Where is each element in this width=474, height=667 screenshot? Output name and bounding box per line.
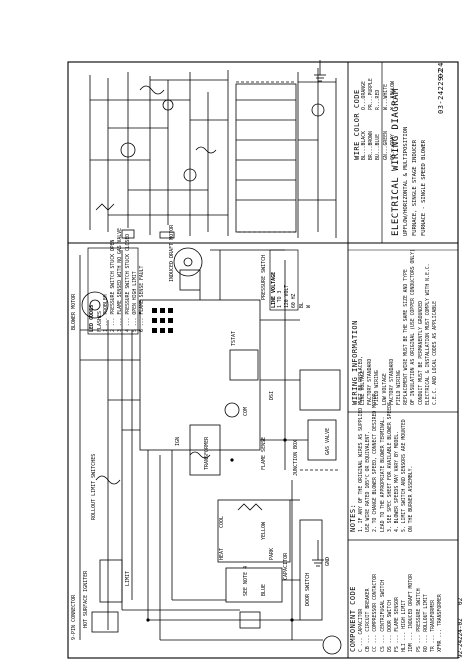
led-code-line: 5 ... OPEN HIGH LIMIT (132, 271, 138, 332)
cool-label: COOL (219, 515, 225, 528)
rollout-label: ROLLOUT LIMIT SWITCHES (91, 453, 97, 520)
wire-color-item: GY...GRAY (390, 134, 396, 160)
wire-color-item: BL...BLACK (362, 131, 367, 160)
wire-color-item: PR...PURPLE (369, 78, 375, 110)
note-line: 4. BLOWER SPEEDS MAY VARY BY MODEL. (394, 430, 400, 532)
line-voltage-title: LINE VOLTAGE (271, 271, 277, 308)
pressure-switch-label: PRESSURE SWITCH (261, 254, 267, 300)
connector-label: 9-PIN CONNECTOR (71, 594, 77, 640)
wiring-information-title: WIRING INFORMATION (351, 320, 359, 405)
component-code-line: PS ... PRESSURE SWITCH (416, 588, 422, 652)
com-label: COM (243, 406, 249, 416)
led-code-line: 2 ... PRESSURE SWITCH STUCK OPEN (111, 239, 117, 332)
line-voltage-line: 120 VOLT (285, 284, 291, 308)
note-line: LEAD TO THE APPROPRIATE BLOWER TERMINAL. (380, 416, 386, 532)
component-code-line: CS ... CENTRIFUGAL SWITCH (380, 579, 386, 652)
wire-color-right-column: O...ORANGE PR...PURPLE R...RED W...WHITE… (362, 78, 399, 110)
wire-color-code-title: WIRE COLOR CODE (353, 89, 361, 160)
outer-border (67, 61, 459, 659)
park-label: PARK (269, 547, 275, 560)
flame-sense-label: FLAME SENSE (261, 436, 267, 470)
limit-label: LIMIT (125, 570, 131, 586)
capacitor-label: CAPACITOR (283, 552, 289, 580)
wire-color-item: BR...BROWN (369, 131, 375, 160)
transformer-label: TRANSFORMER (204, 436, 210, 470)
tstat-label: TSTAT (231, 330, 237, 346)
component-code-title: COMPONENT CODE (349, 585, 357, 652)
component-code-line: DS ... DOOR SWITCH (387, 600, 393, 652)
dsi-label: DSI (269, 390, 275, 400)
component-code-line: IDM ... INDUCED DRAFT MOTOR (409, 574, 415, 652)
led-code-line: 3 ... FLAME SENSED WITH NO GAS VALVE (118, 228, 124, 332)
wire-color-left-column: BL...BLACK BR...BROWN BU...BLUE GN...GRE… (362, 131, 399, 160)
hot-surface-label: HOT SURFACE IGNITER (83, 570, 89, 628)
diagram-title: ELECTRICAL WIRING DIAGRAM (391, 88, 401, 236)
wire-color-item: GN...GREEN (383, 131, 389, 160)
drawing-rev: 02 (437, 68, 445, 78)
line-voltage-line: 1 TO 3 (278, 290, 283, 308)
ign-label: IGN (175, 436, 181, 446)
wire-color-item: W...WHITE (383, 84, 389, 110)
component-code-list: C ... CAPACITOR CB ... CIRCUIT BREAKER C… (359, 574, 446, 652)
component-code-line: C ... CAPACITOR (359, 608, 364, 652)
notes-list: 1. IF ANY OF THE ORIGINAL WIRES AS SUPPL… (359, 355, 418, 532)
wiring-info-line: ELECTRICAL & INSTALLATION MUST COMPLY WI… (425, 263, 431, 405)
component-code-line: HLI ... HIGH LIMIT (402, 600, 408, 652)
yellow-tag-label: YELLOW (261, 521, 267, 540)
led-code-line: 4 ... PRESSURE SWITCH STUCK CLOSED (125, 233, 131, 332)
footer-rev: 02 (457, 597, 464, 605)
line-voltage-line: BL (299, 302, 305, 308)
note-line: ON THE BURNER ASSEMBLY. (409, 465, 415, 532)
see-note-label: SEE NOTE 4 (243, 565, 249, 596)
diagram-subtitle-3: FURNACE - SINGLE SPEED BLOWER (421, 139, 427, 236)
line-voltage-list: 1 TO 3 120 VOLT 60 HZ BL W (278, 284, 315, 308)
inducer-circle (173, 247, 203, 277)
gas-valve-label: GAS VALVE (325, 427, 331, 455)
led-codes-list: 1 ... PROBLEM 2 ... PRESSURE SWITCH STUC… (104, 228, 148, 332)
note-line: 3. SEE SPEC SHEET FOR AVAILABLE BLOWER S… (387, 399, 393, 532)
led-codes-title: LED CODES (89, 304, 95, 332)
diagram-subtitle-1: UPFLOW/HORIZONTAL & MULTIPOSITION (403, 126, 409, 236)
blower-motor-label: BLOWER MOTOR (71, 293, 77, 330)
led-codes-header: FLASHES (97, 310, 103, 332)
led-code-line: 6 ... FLAME SENSE FAULT (139, 265, 145, 332)
component-code-line: TR ... TRANSFORMER (430, 600, 436, 652)
component-code-line: RO ... ROLLOUT LIMIT (423, 594, 429, 652)
wire-color-item: R...RED (376, 89, 382, 110)
note-line: 1. IF ANY OF THE ORIGINAL WIRES AS SUPPL… (359, 355, 364, 532)
blower-motor-circle (81, 291, 109, 319)
line-voltage-line: 60 HZ (292, 293, 298, 308)
notes-title: NOTES: (349, 503, 357, 532)
led-code-line: 1 ... PROBLEM (104, 294, 109, 332)
note-line: 2. TO CHANGE BLOWER SPEED, CONNECT DESIR… (373, 393, 379, 532)
line-voltage-line: W (306, 305, 312, 308)
junction-box-label: JUNCTION BOX (293, 439, 299, 476)
footer-number: 92-24224-02 (457, 618, 464, 658)
component-code-line: FS ... FLAME SENSOR (394, 597, 400, 652)
inducer-label: INDUCED DRAFT MOTOR (169, 224, 175, 282)
led-codes-box (87, 247, 139, 335)
ground-label: GND (325, 556, 331, 566)
diagram-subtitle-2: FURNACE, SINGLE STAGE INDUCER (412, 139, 418, 236)
component-code-line: CB ... CIRCUIT BREAKER (366, 588, 372, 652)
component-code-line: CC ... COMPRESSOR CONTACTOR (373, 574, 379, 652)
wiring-info-line: C.E.C. AND LOCAL CODES AS APPLICABLE (432, 301, 438, 405)
component-code-line: XFMR ... TRANSFORMER (438, 594, 444, 652)
ladder-schematic (89, 60, 337, 239)
wire-color-item: O...ORANGE (362, 81, 367, 110)
wiring-info-line: CONDUIT MUST BE PERMANENTLY GROUNDED (418, 301, 424, 405)
component-schematic (79, 247, 342, 655)
note-line: 5. LIMIT SWITCH AND SENSORS ARE MOUNTED (402, 419, 408, 532)
door-switch-label: DOOR SWITCH (305, 572, 311, 606)
heat-label: HEAT (219, 547, 225, 560)
blue-tag-label: BLUE (261, 583, 267, 596)
wire-color-item: BU...BLUE (376, 134, 382, 160)
control-board (139, 299, 261, 451)
wire-color-item: Y...YELLOW (390, 81, 396, 110)
note-line: USE WIRE RATED 105°C OR EQUIVALENT. (366, 430, 372, 532)
